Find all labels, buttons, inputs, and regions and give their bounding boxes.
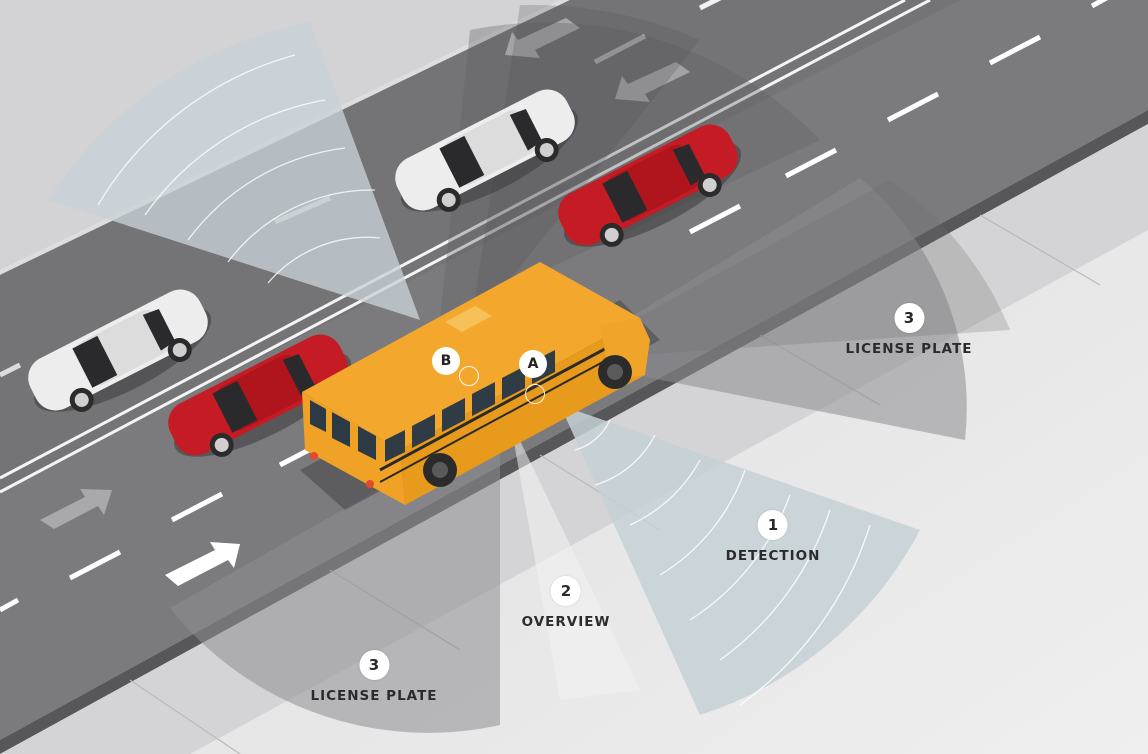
zone-number-badge: 1: [758, 510, 788, 540]
zone-title: LICENSE PLATE: [310, 688, 438, 704]
camera-a-ring-icon: [525, 384, 545, 404]
detection-zone-front: [560, 405, 920, 715]
overview-zone-top-inner: [470, 4, 700, 331]
arrow-right-icon: [40, 489, 112, 529]
zone-number-badge: 3: [894, 303, 924, 333]
zone-label-license-plate-front: 3 LICENSE PLATE: [845, 303, 972, 357]
red-car-left: [168, 334, 352, 457]
white-car-left: [28, 289, 212, 412]
red-car-top: [558, 124, 742, 247]
zone-title: DETECTION: [725, 548, 821, 564]
lane-arrows: [40, 18, 690, 586]
zone-label-overview: 2 OVERVIEW: [522, 576, 611, 630]
zone-number-badge: 3: [359, 650, 389, 680]
zone-title: LICENSE PLATE: [845, 341, 973, 357]
zone-label-detection: 1 DETECTION: [726, 510, 821, 564]
school-bus: [300, 262, 660, 510]
zone-label-license-plate-rear: 3 LICENSE PLATE: [310, 650, 437, 704]
zone-number-badge: 2: [550, 576, 581, 606]
arrow-left-icon: [615, 62, 690, 102]
camera-b-ring-icon: [459, 366, 479, 386]
camera-b-badge: B: [432, 347, 460, 375]
camera-a-badge: A: [519, 350, 547, 378]
overview-zone: [510, 420, 640, 700]
detection-zone-rear: [48, 22, 420, 320]
detection-waves-rear: [97, 54, 381, 284]
center-double-line: [0, 0, 931, 494]
detection-waves-front: [574, 419, 871, 706]
arrow-right-icon: [165, 542, 240, 586]
oncoming-lanes: [0, 0, 960, 490]
zone-title: OVERVIEW: [521, 614, 611, 630]
license-plate-zone-front: [560, 178, 967, 440]
arrow-left-icon: [505, 18, 580, 58]
white-car-top: [395, 89, 579, 212]
